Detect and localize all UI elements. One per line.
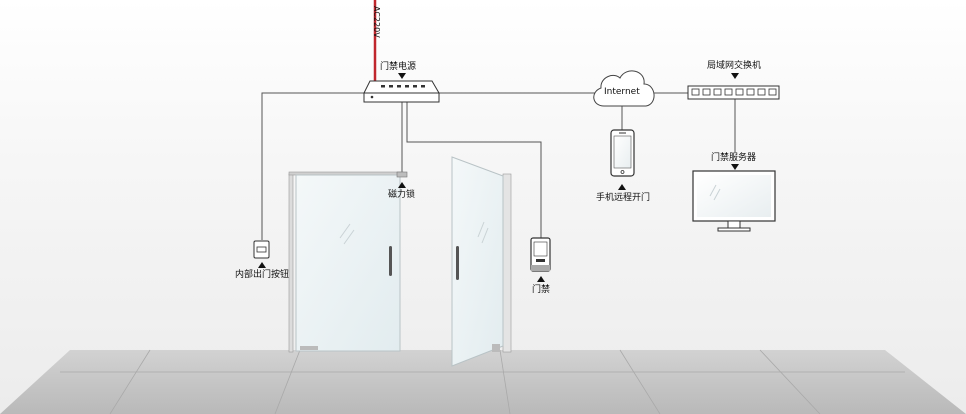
open-glass-door [451, 156, 512, 367]
internet-cloud [593, 70, 655, 107]
access-power-label: 门禁电源 [380, 62, 417, 72]
connection-lines [261, 92, 736, 240]
exit-button-label: 内部出门按钮 [235, 270, 290, 280]
lan-switch-device [687, 85, 780, 100]
closed-glass-door [295, 174, 401, 352]
power-line-label: AC220V [372, 6, 381, 38]
phone-device [610, 129, 635, 177]
server-label: 门禁服务器 [711, 153, 757, 163]
floor [0, 349, 966, 414]
access-reader-arrow-icon [537, 276, 545, 282]
magnetic-lock [396, 171, 408, 178]
access-power-arrow-icon [398, 73, 406, 79]
exit-button-arrow-icon [258, 262, 266, 268]
magnetic-lock-label: 磁力锁 [388, 190, 416, 200]
exit-button-device [253, 240, 270, 259]
magnetic-lock-arrow-icon [398, 182, 406, 188]
internet-label: Internet [604, 87, 640, 97]
phone-label: 手机远程开门 [596, 193, 651, 203]
switch-arrow-icon [731, 73, 739, 79]
phone-arrow-icon [618, 184, 626, 190]
access-reader-label: 门禁 [532, 285, 551, 295]
switch-label: 局域网交换机 [707, 61, 762, 71]
server-arrow-icon [731, 164, 739, 170]
access-reader-device [530, 237, 551, 272]
server-monitor-device [692, 170, 776, 232]
access-power-box [363, 80, 440, 103]
